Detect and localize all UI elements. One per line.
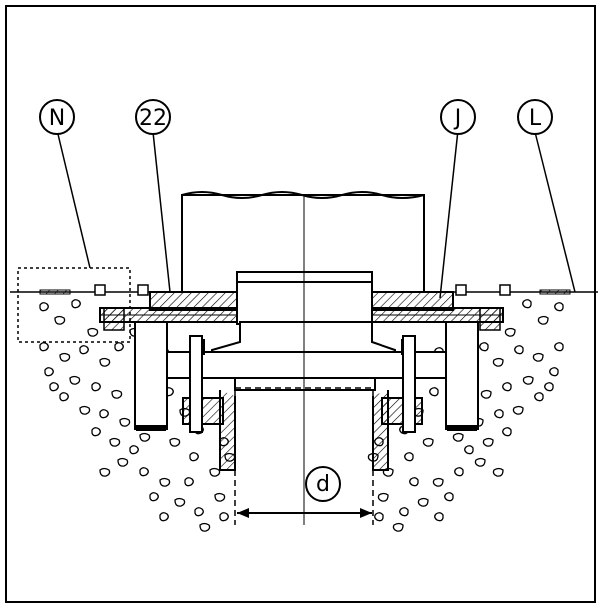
callout-l-label: L [529,106,542,131]
detail-box-n [17,267,131,343]
callout-n-label: N [49,106,65,131]
plate-bolts [39,284,571,296]
callout-d-label: d [316,472,330,497]
callout-22: 22 [135,99,171,135]
callout-22-label: 22 [139,106,167,131]
callout-j: J [440,99,476,135]
callout-l: L [517,99,553,135]
figure-frame [5,5,596,603]
callout-n: N [39,99,75,135]
leader-lines [56,129,576,299]
callout-d: d [305,466,341,502]
dimension-d [237,508,372,518]
lower-pipe [219,387,389,525]
callout-j-label: J [453,106,462,131]
